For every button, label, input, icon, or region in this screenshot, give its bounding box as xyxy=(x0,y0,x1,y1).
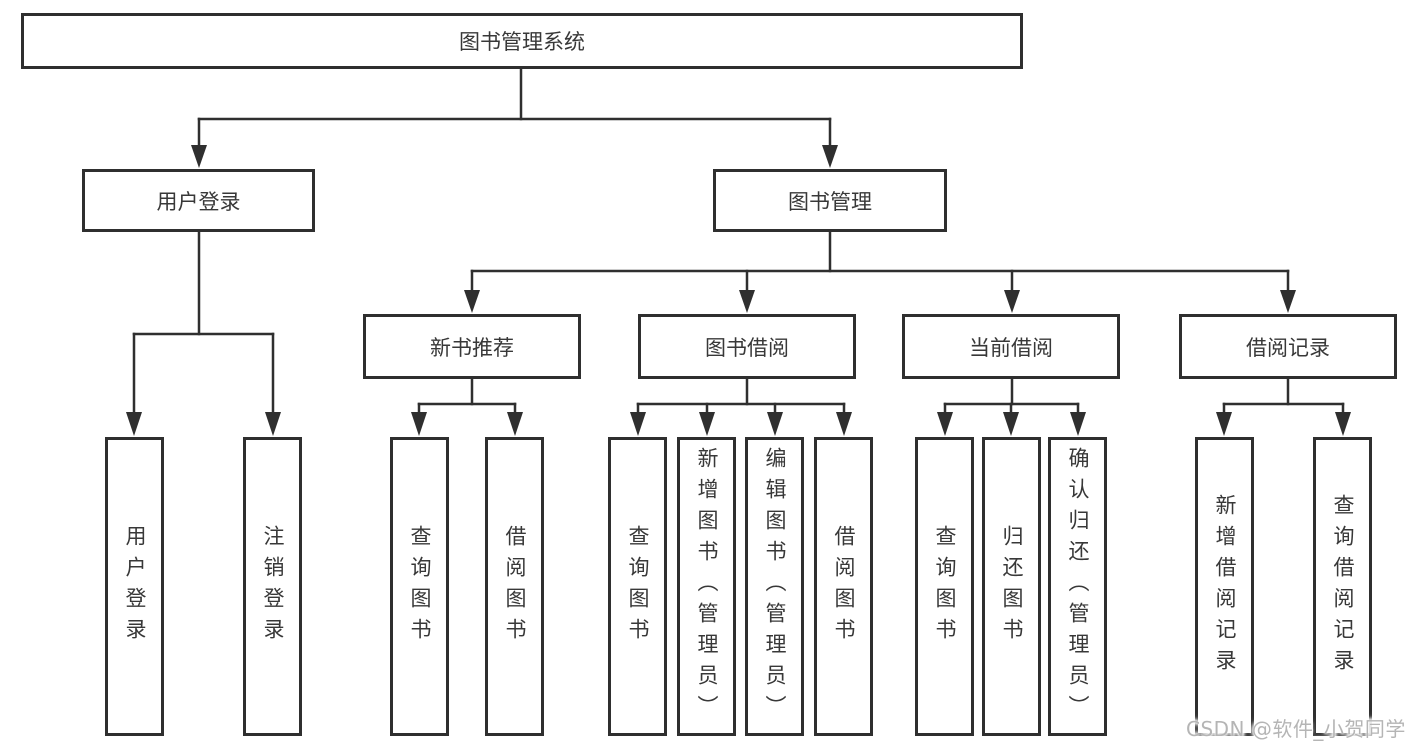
node-new-book-recommendation-label: 新书推荐 xyxy=(430,335,514,360)
connector-root-to-level2 xyxy=(191,67,838,168)
leaf-query-books-2-label: 查询图书 xyxy=(626,524,651,649)
node-borrowing-records-label: 借阅记录 xyxy=(1246,335,1330,360)
leaf-edit-books-admin-label: 编辑图书（管理员） xyxy=(763,447,788,726)
node-book-borrowing: 图书借阅 xyxy=(638,314,856,379)
node-root-label: 图书管理系统 xyxy=(459,30,585,54)
connector-bookborrow-to-leaves xyxy=(630,377,852,436)
node-root: 图书管理系统 xyxy=(21,13,1023,69)
leaf-query-books: 查询图书 xyxy=(390,437,449,736)
leaf-query-books-label: 查询图书 xyxy=(408,524,433,649)
connector-newbookrec-to-leaves xyxy=(411,377,523,436)
csdn-watermark: CSDN @软件_小贺同学 xyxy=(1186,717,1405,741)
node-book-management: 图书管理 xyxy=(713,169,947,232)
leaf-add-borrow-record-label: 新增借阅记录 xyxy=(1213,493,1238,680)
leaf-logout-label: 注销登录 xyxy=(261,524,286,649)
leaf-borrow-books-2-label: 借阅图书 xyxy=(832,524,857,649)
leaf-user-login: 用户登录 xyxy=(105,437,164,736)
connector-bookmgmt-to-level3 xyxy=(464,230,1296,313)
leaf-borrow-books-2: 借阅图书 xyxy=(814,437,873,736)
node-user-login-label: 用户登录 xyxy=(156,189,241,214)
node-book-borrowing-label: 图书借阅 xyxy=(705,335,789,360)
node-current-borrowing: 当前借阅 xyxy=(902,314,1120,379)
leaf-confirm-return-admin: 确认归还（管理员） xyxy=(1048,437,1107,736)
node-new-book-recommendation: 新书推荐 xyxy=(363,314,581,379)
leaf-query-books-3: 查询图书 xyxy=(915,437,974,736)
leaf-confirm-return-admin-label: 确认归还（管理员） xyxy=(1066,447,1091,726)
node-borrowing-records: 借阅记录 xyxy=(1179,314,1397,379)
leaf-add-books-admin-label: 新增图书（管理员） xyxy=(695,447,720,726)
node-current-borrowing-label: 当前借阅 xyxy=(969,335,1053,360)
leaf-edit-books-admin: 编辑图书（管理员） xyxy=(745,437,804,736)
leaf-query-borrow-record: 查询借阅记录 xyxy=(1313,437,1372,736)
leaf-user-login-label: 用户登录 xyxy=(123,524,148,649)
leaf-query-books-2: 查询图书 xyxy=(608,437,667,736)
leaf-return-books-label: 归还图书 xyxy=(1000,524,1025,649)
leaf-return-books: 归还图书 xyxy=(982,437,1041,736)
leaf-logout: 注销登录 xyxy=(243,437,302,736)
connector-userlogin-to-leaves xyxy=(126,230,281,436)
leaf-add-borrow-record: 新增借阅记录 xyxy=(1195,437,1254,736)
node-user-login: 用户登录 xyxy=(82,169,315,232)
leaf-borrow-books-label: 借阅图书 xyxy=(503,524,528,649)
leaf-borrow-books: 借阅图书 xyxy=(485,437,544,736)
connector-borrowrecord-to-leaves xyxy=(1216,377,1351,436)
node-book-management-label: 图书管理 xyxy=(788,189,872,214)
leaf-add-books-admin: 新增图书（管理员） xyxy=(677,437,736,736)
leaf-query-borrow-record-label: 查询借阅记录 xyxy=(1331,493,1356,680)
connector-currentborrow-to-leaves xyxy=(937,377,1086,436)
leaf-query-books-3-label: 查询图书 xyxy=(933,524,958,649)
